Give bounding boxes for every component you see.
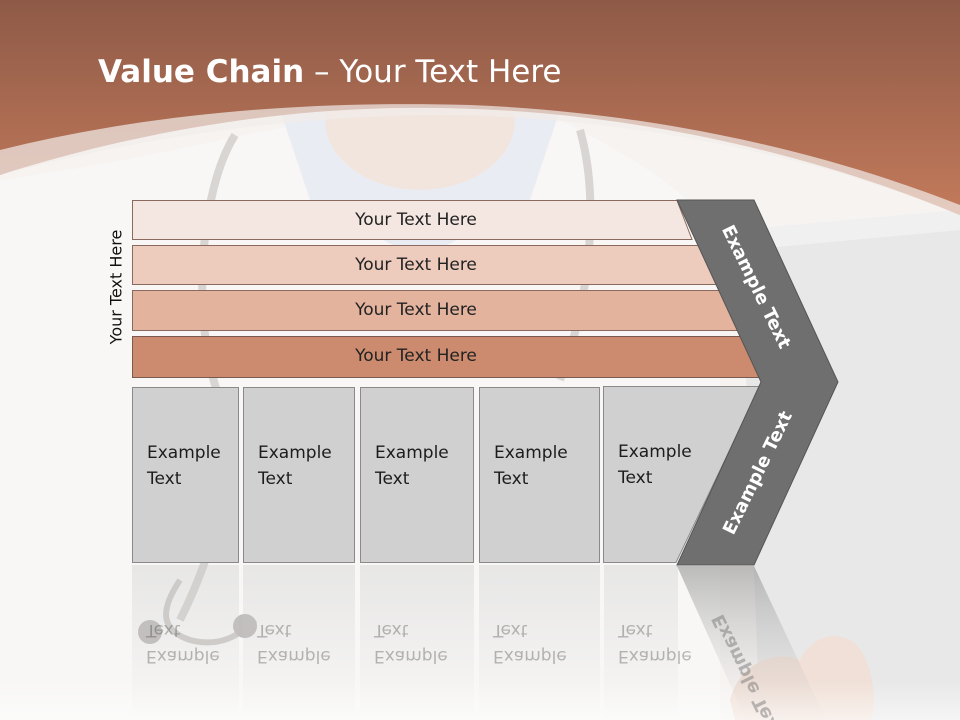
bar-2: Your Text Here (132, 245, 718, 285)
value-box-5-label: Example Text (618, 442, 692, 488)
value-box-1-reflection: Example Text (132, 565, 239, 720)
value-box-4-reflection-label: Example Text (493, 620, 567, 666)
value-box-5-shape (603, 386, 761, 563)
value-box-4-label: Example Text (494, 443, 568, 489)
slide-title: Value Chain – Your Text Here (98, 54, 561, 90)
bar-3: Your Text Here (132, 290, 740, 331)
value-box-5-reflection-label: Example Text (618, 620, 692, 666)
value-box-3-reflection-label: Example Text (374, 620, 448, 666)
title-rest: – Your Text Here (304, 54, 562, 90)
value-box-2: Example Text (243, 387, 355, 563)
value-box-1-reflection-label: Example Text (146, 620, 220, 666)
value-box-2-reflection-label: Example Text (257, 620, 331, 666)
margin-chevron-reflection (677, 566, 826, 720)
bar-1-label: Your Text Here (355, 210, 477, 230)
value-box-5: Example Text (604, 387, 734, 563)
bar-1: Your Text Here (132, 200, 700, 240)
side-label: Your Text Here (106, 229, 126, 345)
value-box-4: Example Text (479, 387, 600, 563)
value-box-4-reflection: Example Text (479, 565, 600, 720)
value-box-1-label: Example Text (147, 443, 221, 489)
value-box-3: Example Text (360, 387, 474, 563)
value-box-1: Example Text (132, 387, 239, 563)
value-box-5-reflection: Example Text (604, 565, 692, 720)
value-box-3-label: Example Text (375, 443, 449, 489)
title-bold: Value Chain (98, 54, 305, 90)
margin-chevron (676, 199, 839, 566)
bar-4-label: Your Text Here (355, 346, 477, 366)
value-box-2-label: Example Text (258, 443, 332, 489)
bar-1-shape (132, 200, 693, 240)
value-box-2-reflection: Example Text (243, 565, 355, 720)
value-box-3-reflection: Example Text (360, 565, 474, 720)
bar-2-label: Your Text Here (355, 255, 477, 275)
bar-4: Your Text Here (132, 336, 764, 378)
bar-3-label: Your Text Here (355, 300, 477, 320)
